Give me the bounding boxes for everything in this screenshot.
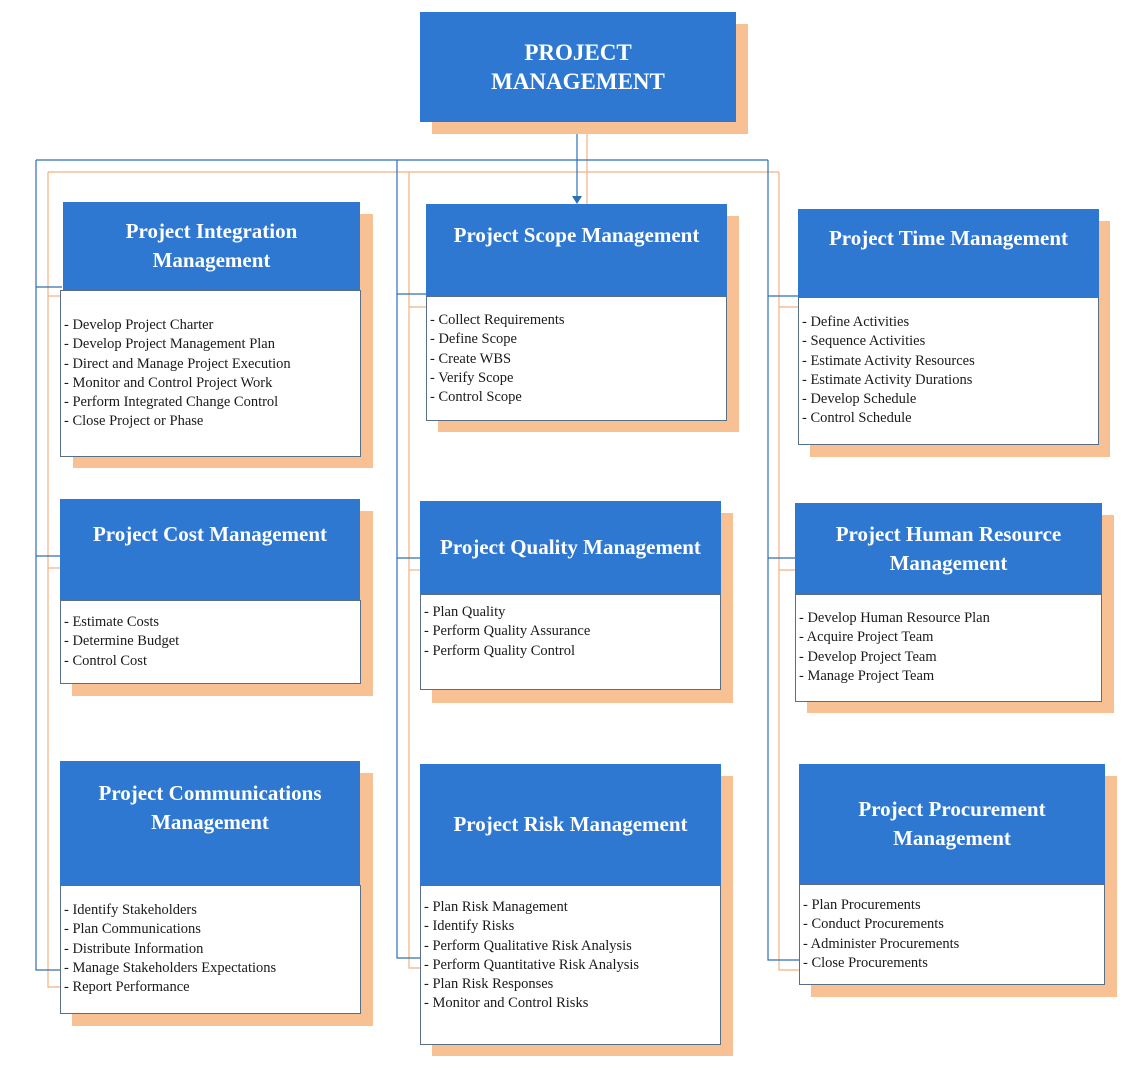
list-item: - Sequence Activities [802,333,926,350]
list-item: - Acquire Project Team [799,629,934,646]
time-process-list: - Define Activities - Sequence Activitie… [798,297,1099,445]
risk-process-list: - Plan Risk Management - Identify Risks … [420,885,721,1045]
list-item: - Develop Project Management Plan [64,336,275,353]
list-item: - Direct and Manage Project Execution [64,355,291,372]
integration-process-list: - Develop Project Charter - Develop Proj… [60,290,361,457]
list-item: - Monitor and Control Project Work [64,374,273,391]
list-item: - Estimate Activity Resources [802,352,975,369]
list-item: - Plan Risk Responses [424,976,554,993]
list-item: - Identify Stakeholders [64,902,197,918]
communications-process-list: - Identify Stakeholders - Plan Communica… [60,885,361,1014]
integration-title-line2: Management [152,248,271,272]
list-item: - Plan Procurements [803,897,921,913]
list-item: - Distribute Information [64,940,204,957]
list-item: - Plan Quality [424,604,506,620]
hr-process-list: - Develop Human Resource Plan - Acquire … [795,594,1102,702]
list-item: - Administer Procurements [803,935,960,952]
list-item: - Perform Integrated Change Control [64,394,279,411]
list-item: - Perform Quantitative Risk Analysis [424,956,640,973]
list-item: - Manage Stakeholders Expectations [64,959,277,976]
list-item: - Collect Requirements [430,312,565,328]
root-title-line1: PROJECT [524,40,632,65]
list-item: - Close Project or Phase [64,413,204,430]
integration-title-line1: Project Integration [125,219,298,243]
procurement-title-line2: Management [893,826,1011,850]
root-title-line2: MANAGEMENT [491,69,665,94]
list-item: - Perform Qualitative Risk Analysis [424,937,632,954]
list-item: - Control Cost [64,652,147,669]
root-node-project-management: PROJECT MANAGEMENT [420,12,736,122]
list-item: - Control Scope [430,389,522,406]
quality-title-line1: Project Quality Management [440,535,701,559]
communications-title-line1: Project Communications [98,781,322,805]
list-item: - Monitor and Control Risks [424,995,589,1012]
list-item: - Report Performance [64,979,190,996]
list-item: - Develop Project Team [799,648,937,665]
time-header: Project Time Management [798,209,1099,297]
time-title-line1: Project Time Management [828,225,1069,250]
list-item: - Define Scope [430,331,517,348]
procurement-process-list: - Plan Procurements - Conduct Procuremen… [799,884,1105,985]
hr-title-line1: Project Human Resource [835,521,1062,546]
list-item: - Determine Budget [64,633,180,650]
list-item: - Plan Communications [64,921,201,938]
scope-header: Project Scope Management [426,204,727,296]
list-item: - Perform Quality Assurance [424,623,591,640]
hr-title-line2: Management [889,550,1008,575]
risk-title-line1: Project Risk Management [453,812,688,836]
cost-title-line1: Project Cost Management [92,522,328,546]
list-item: - Develop Schedule [802,391,917,408]
list-item: - Manage Project Team [799,667,935,684]
list-item: - Close Procurements [803,954,928,971]
cost-process-list: - Estimate Costs - Determine Budget - Co… [60,600,361,684]
risk-header: Project Risk Management [420,764,721,885]
list-item: - Verify Scope [430,369,514,386]
list-item: - Plan Risk Management [424,899,568,915]
list-item: - Develop Human Resource Plan [799,610,990,626]
communications-title-line2: Management [151,810,269,834]
procurement-title-line1: Project Procurement [858,797,1046,821]
list-item: - Conduct Procurements [803,916,944,933]
cost-header: Project Cost Management [60,499,360,600]
list-item: - Develop Project Charter [64,317,214,333]
scope-process-list: - Collect Requirements - Define Scope - … [426,296,727,421]
list-item: - Create WBS [430,350,512,367]
list-item: - Define Activities [802,314,910,330]
list-item: - Identify Risks [424,918,515,935]
quality-header: Project Quality Management [420,501,721,594]
list-item: - Estimate Activity Durations [802,371,973,388]
list-item: - Perform Quality Control [424,642,576,659]
list-item: - Estimate Costs [64,614,160,630]
quality-process-list: - Plan Quality - Perform Quality Assuran… [420,594,721,690]
list-item: - Control Schedule [802,410,912,427]
scope-title-line1: Project Scope Management [453,222,700,247]
